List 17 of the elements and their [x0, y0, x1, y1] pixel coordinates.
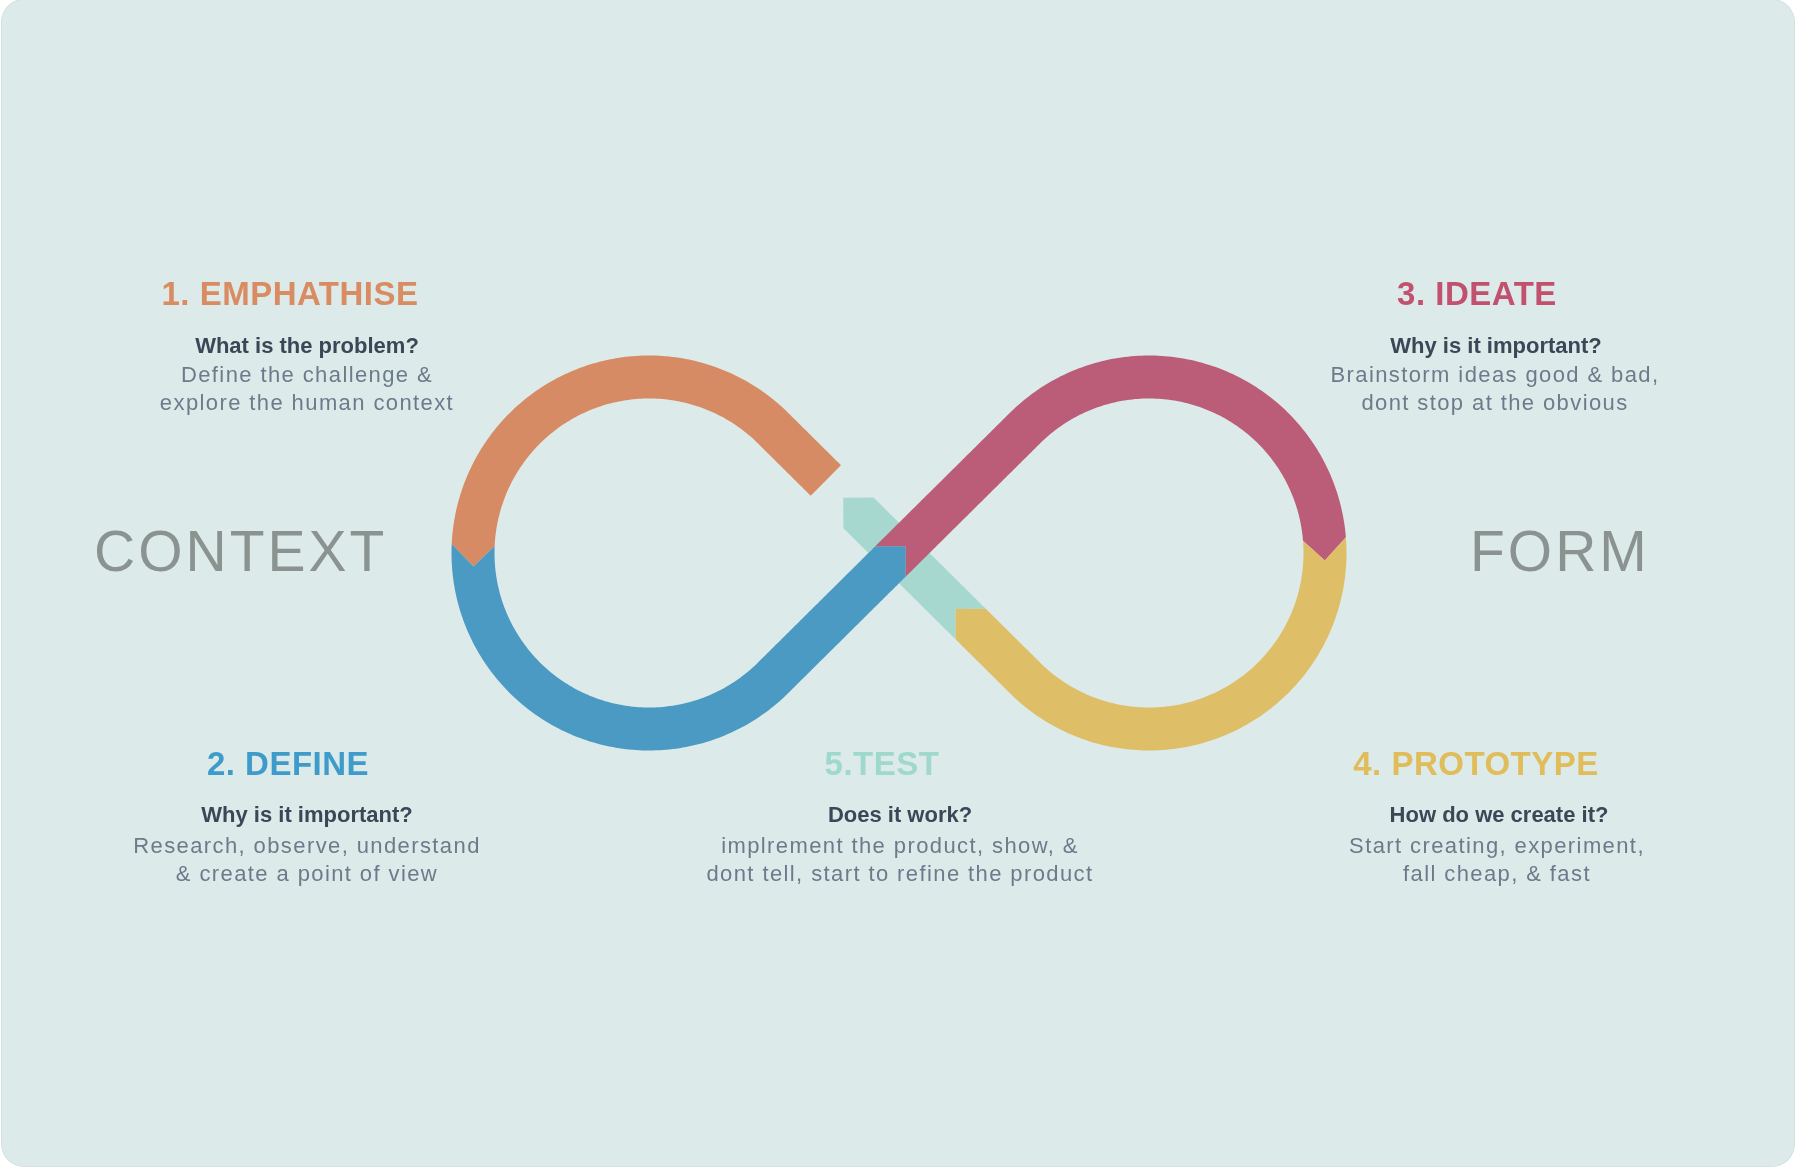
phase-heading: 3. IDEATE: [1397, 274, 1557, 314]
phase-question: Why is it important?: [1390, 332, 1602, 360]
side-label: CONTEXT: [94, 518, 388, 585]
phase-description: Research, observe, understand & create a point of view: [132, 832, 482, 888]
phase-description: Define the challenge & explore the human context: [158, 361, 456, 417]
phase-description: implrement the product, show, & dont tell, start to refine the product: [705, 832, 1095, 888]
phase-description: Brainstorm ideas good & bad, dont stop at the obvious: [1329, 361, 1661, 417]
phase-heading: 2. DEFINE: [206, 744, 370, 784]
phase-description: Start creating, experiment, fall cheap, & fast: [1348, 832, 1646, 888]
phase-heading: 4. PROTOTYPE: [1353, 744, 1599, 784]
phase-question: What is the problem?: [195, 332, 419, 360]
phase-question: How do we create it?: [1389, 801, 1609, 829]
phase-question: Does it work?: [827, 801, 973, 829]
side-label: FORM: [1470, 518, 1650, 585]
phase-heading: 5.TEST: [824, 744, 940, 784]
phase-heading: 1. EMPHATHISE: [161, 274, 419, 314]
phase-question: Why is it important?: [201, 801, 413, 829]
